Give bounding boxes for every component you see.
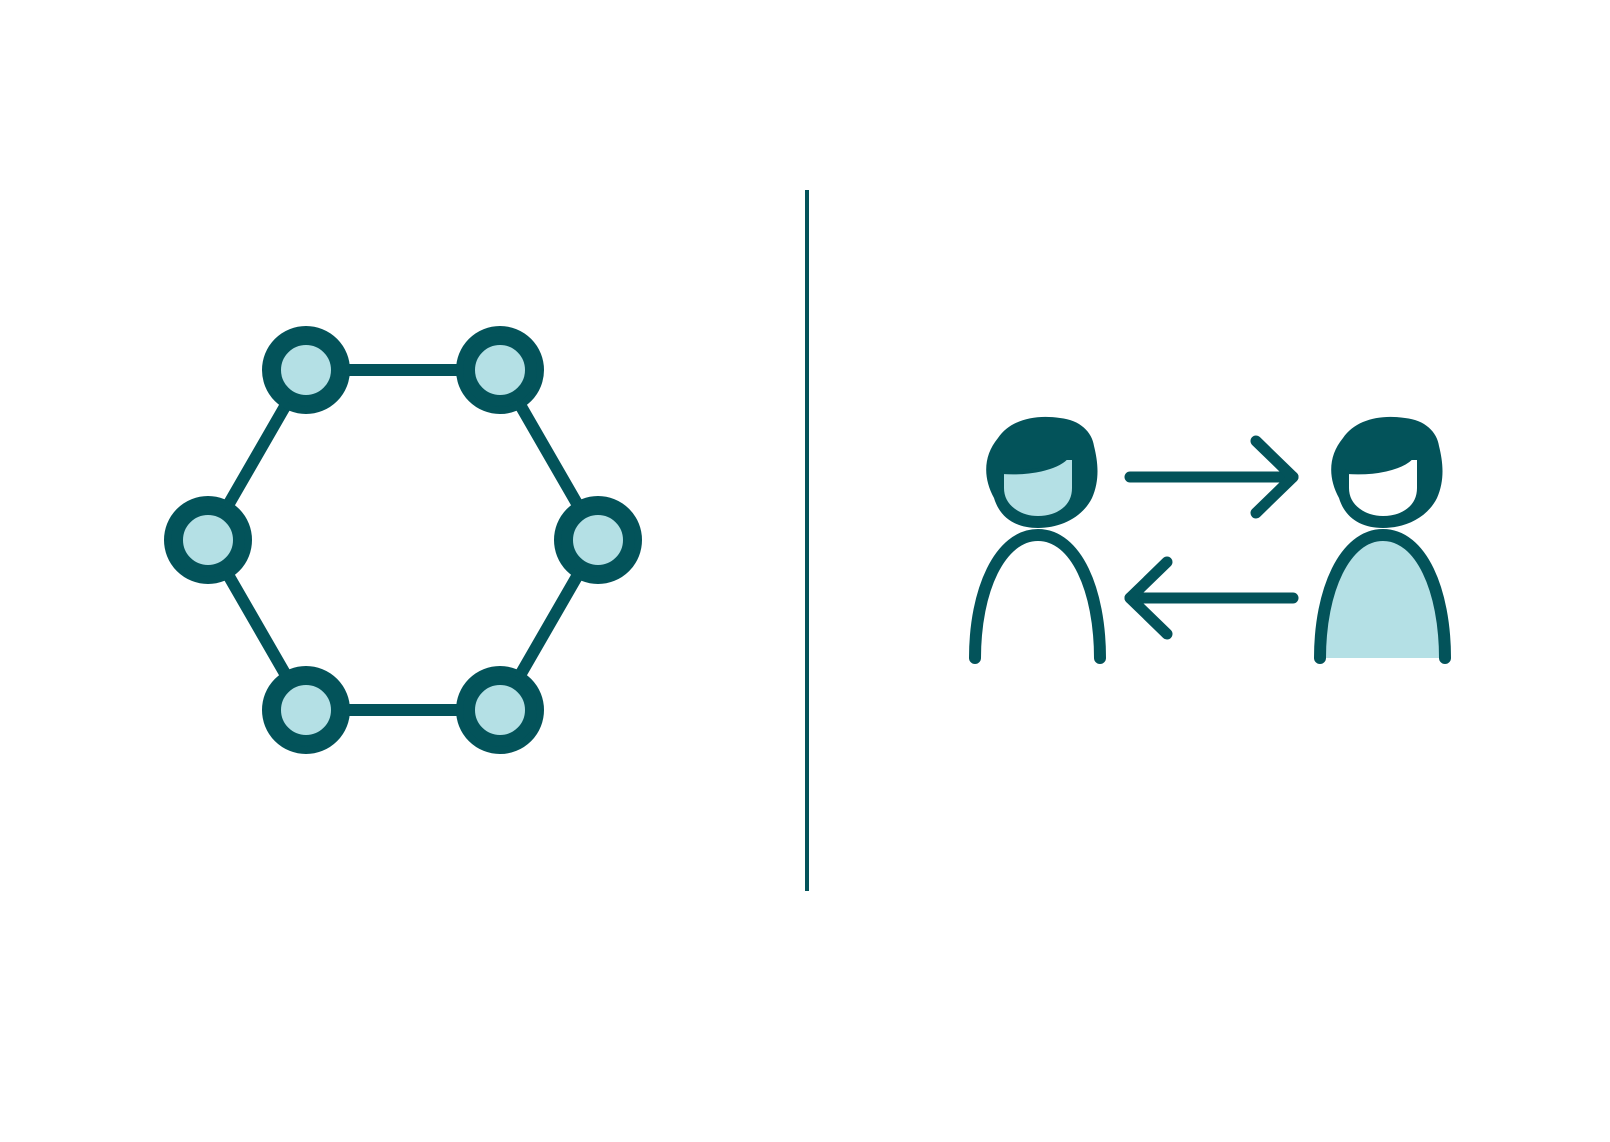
person-body-outline xyxy=(1314,528,1451,664)
network-edges xyxy=(202,364,604,716)
network-nodes xyxy=(164,326,642,754)
people-exchange-icon xyxy=(969,416,1451,664)
arrow-left-icon xyxy=(1124,556,1299,640)
network-node xyxy=(456,326,544,414)
person-face xyxy=(1345,456,1421,521)
person-body xyxy=(969,528,1106,664)
network-node xyxy=(456,666,544,754)
person-face xyxy=(1000,456,1076,521)
network-node xyxy=(164,496,252,584)
network-node xyxy=(554,496,642,584)
person-icon xyxy=(1314,416,1451,664)
person-body xyxy=(1320,535,1445,658)
hexagon-network-icon xyxy=(164,326,642,754)
network-node xyxy=(262,666,350,754)
arrow-right-icon xyxy=(1124,435,1299,519)
network-node xyxy=(262,326,350,414)
person-icon xyxy=(969,416,1106,664)
